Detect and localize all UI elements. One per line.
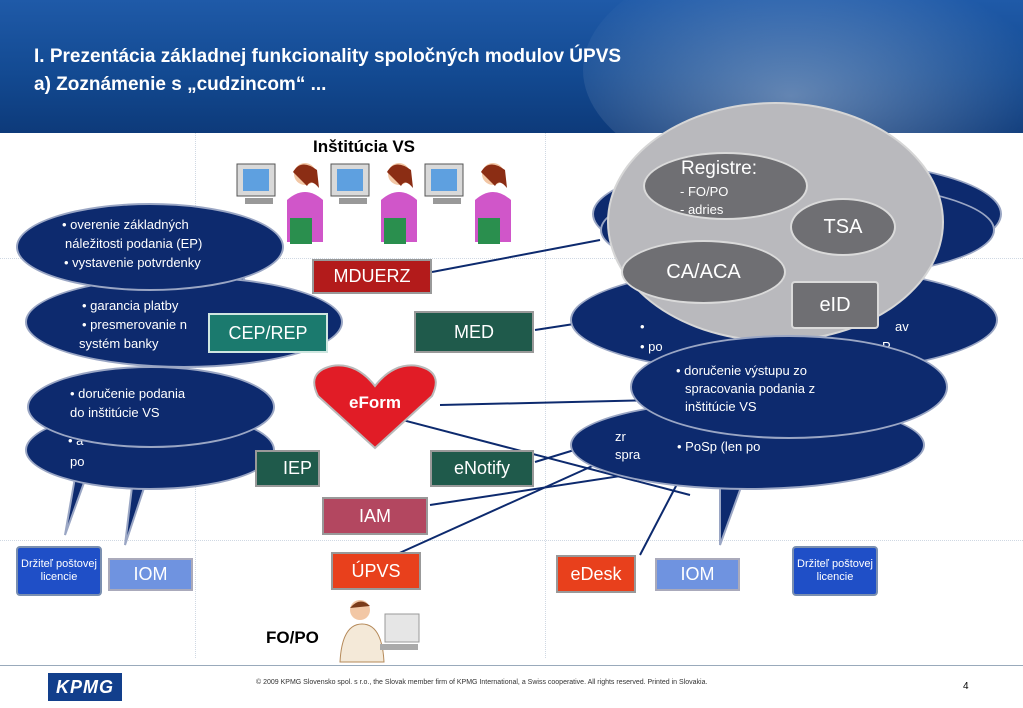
bubble-text: • PoSp (len po — [677, 439, 761, 454]
tsa-oval: TSA — [790, 198, 896, 256]
bubble-text: • garancia platby — [82, 298, 179, 313]
bubble-text: zr — [615, 429, 626, 444]
mduerz-module[interactable]: MDUERZ — [312, 259, 432, 294]
fo-po-label: FO/PO — [266, 628, 319, 647]
bubble-text: • doručenie výstupu zo — [676, 363, 808, 378]
registers-item: - adries — [680, 202, 724, 217]
eid-box: eID — [791, 281, 879, 329]
grid-line — [0, 540, 1023, 541]
bubble-text: spracovania podania z — [685, 381, 816, 396]
grid-line — [0, 258, 1023, 259]
worker-icon — [236, 163, 323, 244]
cep-rep-module[interactable]: CEP/REP — [208, 313, 328, 353]
institution-workers-illustration — [236, 163, 511, 244]
bubble-delivery-output — [630, 335, 948, 439]
citizen-illustration — [339, 600, 420, 663]
eform-heart-icon — [313, 364, 437, 450]
bubble-text: po — [70, 454, 85, 469]
bubble-text: • doručenie podania — [70, 386, 186, 401]
edesk-module[interactable]: eDesk — [556, 555, 636, 593]
registers-oval: Registre: - FO/PO - adries — [643, 152, 808, 220]
eform-module[interactable]: eForm — [349, 393, 401, 412]
kpmg-logo: KPMG — [48, 673, 122, 701]
slide-title-line2: a) Zoznámenie s „cudzincom“ ... — [34, 74, 327, 95]
iam-module[interactable]: IAM — [322, 497, 428, 535]
bubble-verification — [16, 203, 284, 291]
bubble-text: do inštitúcie VS — [70, 405, 160, 420]
institution-label: Inštitúcia VS — [313, 137, 416, 156]
med-module[interactable]: MED — [414, 311, 534, 353]
bubble-delivery-submission — [27, 366, 275, 448]
registers-item: - FO/PO — [680, 184, 729, 199]
bubble-text: inštitúcie VS — [685, 399, 757, 414]
bubble-text: spra — [615, 447, 641, 462]
ca-aca-oval: CA/ACA — [621, 240, 786, 304]
bubble-text: av — [895, 319, 909, 334]
bubble-text: • presmerovanie n — [82, 317, 187, 332]
bubble-text: • po — [640, 339, 663, 354]
worker-icon — [424, 163, 511, 244]
registers-title: Registre: — [681, 158, 758, 179]
upvs-module[interactable]: ÚPVS — [331, 552, 421, 590]
postal-license-holder-left[interactable]: Držiteľ poštovej licencie — [16, 546, 102, 596]
postal-license-holder-right[interactable]: Držiteľ poštovej licencie — [792, 546, 878, 596]
grid-line — [545, 133, 546, 658]
slide-header: I. Prezentácia základnej funkcionality s… — [0, 0, 1023, 133]
slide-title-line1: I. Prezentácia základnej funkcionality s… — [34, 46, 622, 67]
page-number: 4 — [963, 681, 969, 692]
worker-icon — [330, 163, 417, 244]
bubble-text: • overenie základných — [62, 217, 189, 232]
copyright-text: © 2009 KPMG Slovensko spol. s r.o., the … — [256, 679, 708, 686]
bubble-text: • vystavenie potvrdenky — [64, 255, 201, 270]
enotify-module[interactable]: eNotify — [430, 450, 534, 487]
bubble-text: náležitosti podania (EP) — [65, 236, 203, 251]
iom-right-module[interactable]: IOM — [655, 558, 740, 591]
bubble-text: • — [640, 319, 645, 334]
iom-left-module[interactable]: IOM — [108, 558, 193, 591]
bubble-text: systém banky — [79, 336, 159, 351]
iep-module[interactable]: IEP — [255, 450, 320, 487]
footer-divider — [0, 665, 1023, 666]
